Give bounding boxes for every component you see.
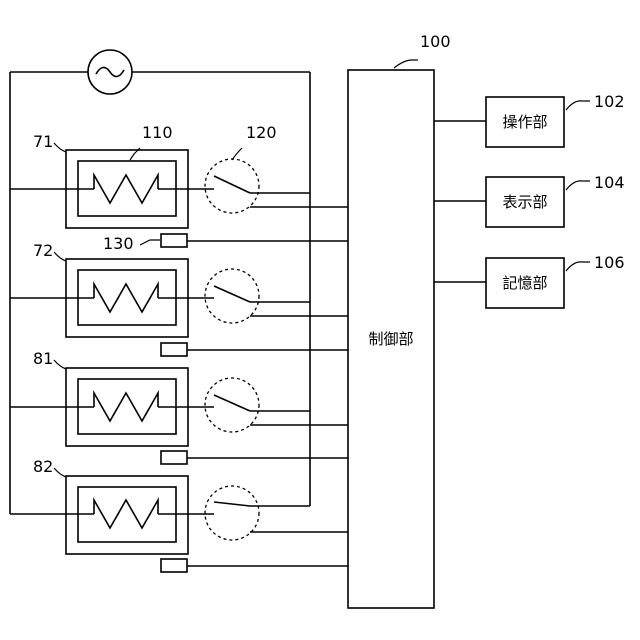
peripheral-display: 表示部 104 — [434, 173, 625, 227]
sensor-icon — [161, 451, 187, 464]
peripheral-ref: 102 — [594, 92, 625, 111]
unit-ref: 72 — [33, 241, 53, 260]
sensor-icon — [161, 234, 187, 247]
heating-unit-81: 81 — [10, 349, 348, 464]
controller-block: 制御部 100 — [348, 32, 451, 608]
peripheral-ref: 106 — [594, 253, 625, 272]
peripheral-label: 操作部 — [502, 113, 547, 131]
heating-unit-82: 82 — [10, 457, 348, 572]
controller-ref: 100 — [420, 32, 451, 51]
peripheral-operation: 操作部 102 — [434, 92, 625, 147]
heater-callout: 110 — [142, 123, 173, 142]
peripheral-label: 記憶部 — [502, 274, 547, 292]
switch-contact-icon — [214, 286, 250, 302]
peripheral-label: 表示部 — [502, 193, 547, 211]
sensor-icon — [161, 343, 187, 356]
switch-outline — [205, 269, 259, 323]
heating-unit-72: 72 — [10, 241, 348, 356]
unit-ref: 71 — [33, 132, 53, 151]
switch-contact-icon — [214, 176, 250, 193]
switch-outline — [205, 159, 259, 213]
ac-source-icon — [88, 50, 132, 94]
peripheral-ref: 104 — [594, 173, 625, 192]
unit-ref: 81 — [33, 349, 53, 368]
peripheral-storage: 記憶部 106 — [434, 253, 625, 308]
sensor-callout: 130 — [103, 234, 134, 253]
unit-ref: 82 — [33, 457, 53, 476]
heating-unit-71: 71 110 120 130 — [10, 123, 348, 253]
controller-label: 制御部 — [368, 330, 413, 348]
switch-callout: 120 — [246, 123, 277, 142]
switch-contact-icon — [214, 502, 250, 506]
switch-contact-icon — [214, 395, 250, 411]
sensor-icon — [161, 559, 187, 572]
switch-outline — [205, 378, 259, 432]
